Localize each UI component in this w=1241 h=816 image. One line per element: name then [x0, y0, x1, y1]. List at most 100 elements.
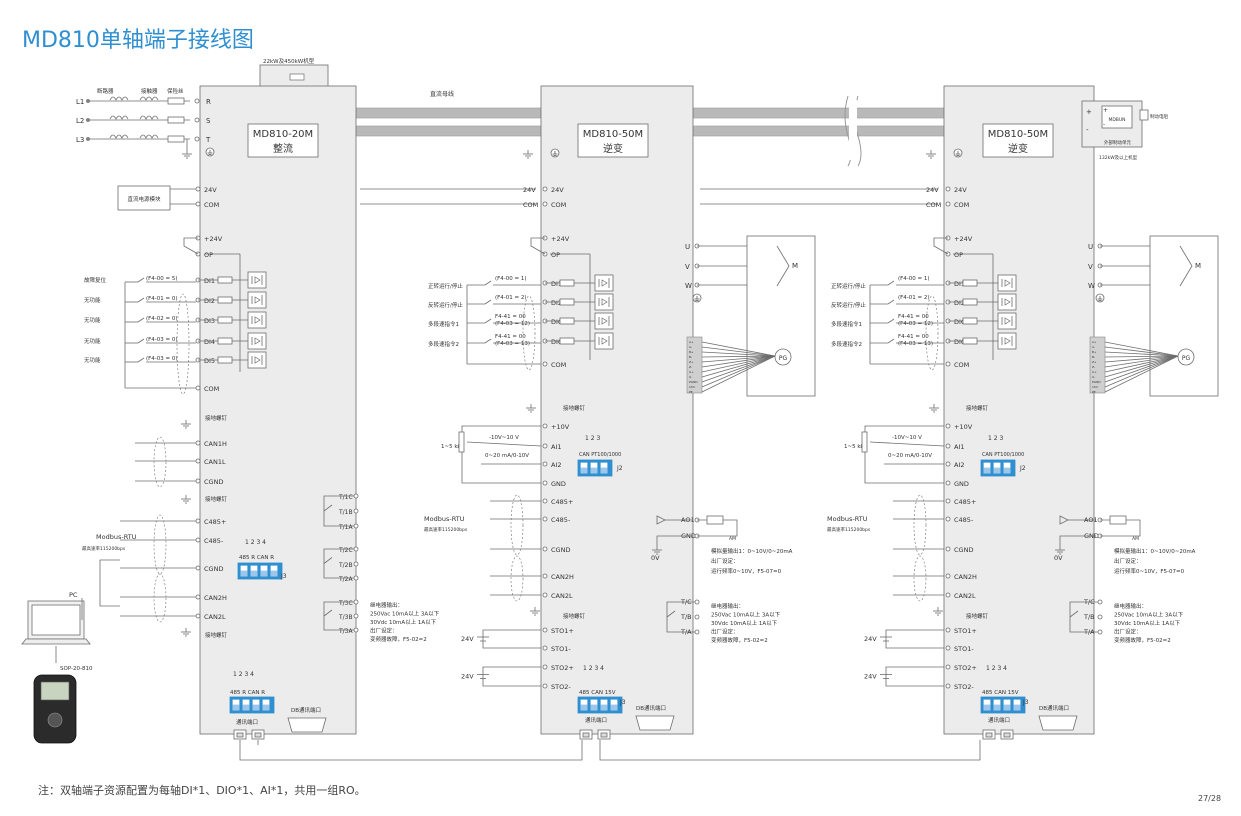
shield-icon	[913, 494, 927, 556]
terminal-label-left: COM	[523, 201, 538, 209]
wire	[530, 237, 546, 255]
relay-note: 继电器输出：	[1114, 602, 1147, 610]
encoder-pin-label: Z+	[1092, 360, 1097, 364]
motor-terminal-label: V	[1088, 263, 1093, 271]
pot-label: 1~5 kΩ	[441, 444, 462, 450]
phase-label: L1	[76, 98, 84, 106]
terminal-label: STO1+	[551, 627, 574, 635]
switch-name: J3	[619, 699, 626, 706]
pg-encoder-icon	[1177, 348, 1195, 366]
modbus-label: Modbus-RTU	[96, 533, 137, 541]
terminal-label: CGND	[551, 546, 570, 554]
optocoupler-icon	[254, 337, 261, 345]
terminal-dot	[353, 575, 359, 581]
optocoupler-icon	[247, 311, 267, 329]
dip-switch-j2-toggle	[580, 467, 588, 474]
di-param: (F4-03 = 12)	[495, 321, 530, 327]
shield-icon	[510, 494, 524, 556]
switch-labels: CAN PT100/1000	[982, 452, 1024, 458]
optocoupler-icon	[1004, 298, 1011, 306]
encoder-pin-label: B-	[689, 355, 692, 359]
di-label: 无功能	[84, 337, 101, 345]
terminal-dot	[945, 627, 951, 633]
shield-label: 接地螺钉	[563, 612, 586, 620]
terminal-dot	[353, 523, 359, 529]
ao-load-icon	[1109, 515, 1127, 525]
terminal-dot	[1097, 629, 1103, 635]
ao-meter-icon	[1059, 515, 1069, 525]
terminal-label: +24V	[954, 235, 973, 243]
encoder-pin-label: PE	[1092, 390, 1096, 394]
terminal-label: COM	[204, 201, 219, 209]
modbus-baud: 最高速率115200bps	[424, 526, 468, 533]
di-param: (F4-00 = 1)	[898, 276, 930, 282]
terminal-dot	[694, 599, 700, 605]
db9-port-icon	[1038, 715, 1078, 731]
terminal-label: AI1	[551, 443, 562, 451]
switch-numbers: 1 2 3	[988, 435, 1003, 442]
optocoupler-icon	[247, 271, 267, 289]
motor-label: M	[1195, 262, 1201, 270]
optocoupler-icon	[1004, 317, 1011, 325]
bus-minus: -	[1086, 126, 1089, 134]
rst-label: R	[206, 98, 211, 106]
ao-note: 模拟量输出1：0~10V/0~20mA	[711, 547, 793, 555]
motor-terminal-label: W	[685, 282, 692, 290]
terminal-dot	[195, 458, 201, 464]
ai-range-label: 0~20 mA/0-10V	[888, 453, 932, 459]
terminal-label: DI4	[204, 338, 215, 346]
dip-switch-j2-toggle	[1003, 467, 1011, 474]
encoder-wire	[1104, 355, 1179, 358]
drive-box-3	[943, 85, 1095, 735]
shield-icon	[153, 514, 167, 575]
terminal-dot	[945, 201, 951, 207]
terminal-dot	[542, 361, 548, 367]
di-param: (F4-00 = 5)	[146, 276, 178, 282]
encoder-wire	[1104, 355, 1179, 378]
relay-note: 30Vdc 10mA以上 1A以下	[1114, 619, 1181, 627]
terminal-dot	[542, 664, 548, 670]
shield-icon	[913, 555, 927, 602]
encoder-pin-label: U-	[689, 375, 692, 379]
optocoupler-icon	[1004, 337, 1011, 345]
wire	[869, 441, 945, 447]
di-param: (F4-00 = 1)	[495, 276, 527, 282]
brake-module-label: MDBUN	[1108, 117, 1125, 123]
encoder-wire	[701, 355, 776, 368]
modbus-baud: 最高速率115200bps	[82, 545, 126, 552]
terminal-label: GND	[551, 480, 566, 488]
optocoupler-icon	[247, 291, 267, 309]
phase-dot	[86, 99, 90, 103]
terminal-label: C485+	[954, 498, 976, 506]
terminal-dot	[542, 443, 548, 449]
di-label: 无功能	[84, 296, 101, 304]
terminal-dot	[945, 480, 951, 486]
switch-icon	[137, 277, 145, 283]
di-label: 反转运行/停止	[428, 301, 463, 309]
relay-note: 出厂设定：	[370, 627, 398, 635]
optocoupler-icon	[1004, 279, 1011, 287]
switch-numbers: 1 2 3	[585, 435, 600, 442]
keypad-dial	[47, 712, 63, 728]
terminal-label: DI5	[204, 357, 215, 365]
resistor-icon	[559, 298, 575, 306]
terminal-dot	[945, 683, 951, 689]
relay-note: 250Vac 10mA以上 3A以下	[711, 611, 781, 619]
drive-label-box-3	[982, 123, 1054, 158]
optocoupler-icon	[594, 332, 614, 350]
rj45-port	[985, 732, 993, 738]
relay-contact-icon	[323, 557, 333, 564]
terminal-dot	[195, 594, 201, 600]
encoder-connector	[686, 336, 703, 394]
db-port-label: DB通讯端口	[636, 704, 666, 712]
keypad-display	[40, 681, 70, 701]
ao-zero-label: 0V	[1054, 554, 1063, 562]
rj45-port	[236, 732, 244, 738]
terminal-label: DI2	[954, 299, 965, 307]
terminal-dot	[542, 423, 548, 429]
drive-type-1: 整流	[273, 142, 293, 155]
terminal-label: DI1	[204, 277, 215, 285]
breaker-icon	[109, 134, 129, 139]
contactor-icon	[139, 134, 159, 139]
drive-model-2: MD810-50M	[583, 129, 643, 140]
